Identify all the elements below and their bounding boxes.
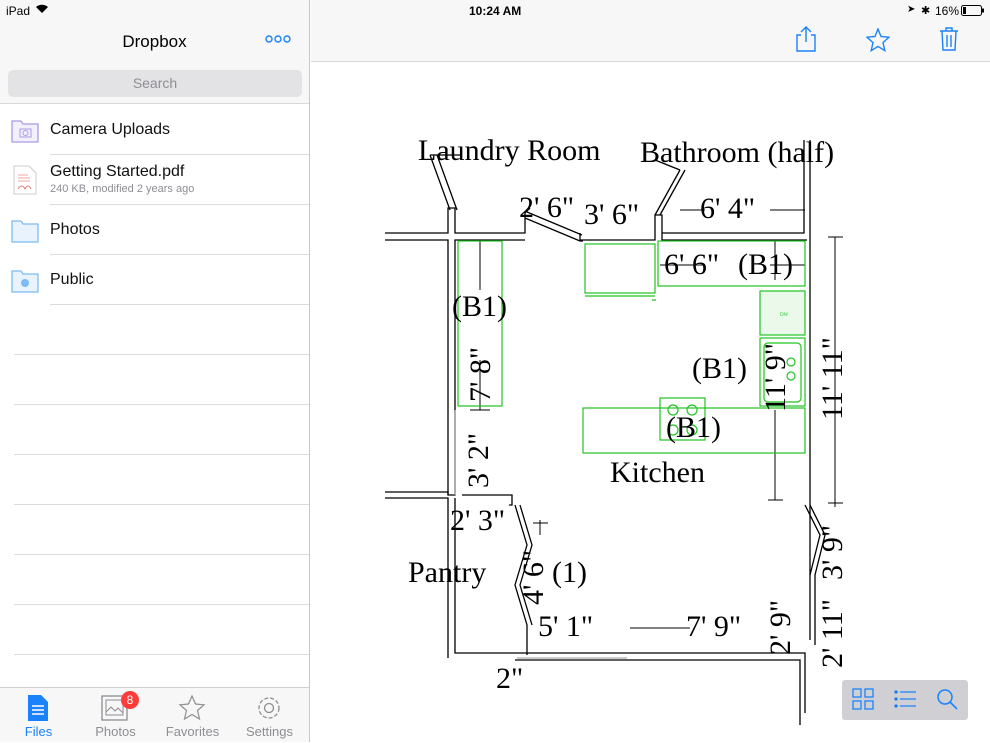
dimension-label: 2" (496, 662, 523, 695)
list-item-camera-uploads[interactable]: Camera Uploads (0, 105, 309, 155)
cabinets (457, 240, 806, 454)
tab-label: Files (24, 724, 53, 739)
list-item-public[interactable]: Public (0, 255, 309, 305)
empty-row (0, 555, 309, 605)
sidebar: Dropbox Search Camera Uploads Getting St… (0, 0, 310, 742)
item-name: Public (50, 271, 94, 288)
dimension-label: 6' 4" (700, 192, 755, 225)
status-bar: iPad 10:24 AM ➤ ✱ 16% (0, 0, 990, 20)
dimension-label: 2' 9" (764, 600, 797, 655)
dimension-label: 6' 6" (664, 248, 719, 281)
more-options-button[interactable] (265, 30, 291, 48)
delete-trash-button[interactable] (939, 27, 959, 56)
empty-row (0, 605, 309, 655)
sidebar-navbar: Dropbox (0, 0, 309, 62)
dimension-label: 7' 9" (686, 610, 741, 643)
list-item-getting-started[interactable]: Getting Started.pdf 240 KB, modified 2 y… (0, 155, 309, 205)
room-label-laundry: Laundry Room (418, 134, 600, 167)
location-icon: ➤ (907, 4, 916, 15)
empty-row (0, 305, 309, 355)
plan-labels: Laundry Room Bathroom (half) 2' 6" 3' 6"… (408, 134, 849, 695)
item-details: 240 KB, modified 2 years ago (50, 183, 195, 195)
tab-bar: Files 8 Photos Favorites Settings (0, 687, 309, 742)
tab-label: Settings (246, 724, 293, 739)
tab-favorites[interactable]: Favorites (154, 688, 231, 743)
dimension-label: 2' 3" (450, 504, 505, 537)
battery-icon (961, 5, 985, 19)
camera-folder-icon (11, 117, 39, 143)
cabinet-label: (B1) (692, 352, 747, 385)
list-view-button[interactable] (894, 688, 916, 715)
folder-icon (11, 217, 39, 243)
dimension-label: 11' 9" (759, 343, 792, 412)
room-label-pantry: Pantry (408, 556, 486, 589)
list-item-photos[interactable]: Photos (0, 205, 309, 255)
tab-label: Photos (95, 724, 136, 739)
empty-row (0, 355, 309, 405)
plan-walls (385, 140, 826, 725)
item-name: Photos (50, 221, 100, 238)
dimension-lines (470, 209, 843, 629)
cabinet-label: (B1) (666, 411, 721, 444)
search-bar: Search (0, 62, 309, 104)
document-toolbar (311, 0, 990, 62)
wifi-icon (35, 3, 49, 17)
dimension-label: 4' 6" (517, 550, 550, 605)
files-icon (28, 695, 48, 721)
clock: 10:24 AM (469, 4, 522, 18)
tab-files[interactable]: Files (0, 688, 77, 743)
sidebar-title: Dropbox (122, 32, 187, 51)
pdf-file-icon (13, 165, 41, 195)
tab-label: Favorites (165, 724, 220, 739)
cabinet-label: (B1) (452, 290, 507, 323)
item-name: Getting Started.pdf (50, 163, 185, 180)
gear-icon (258, 697, 280, 719)
dimension-label: 7' 8" (464, 347, 497, 402)
device-name: iPad (6, 4, 31, 18)
dimension-label: 3' 9" (816, 525, 849, 580)
grid-view-button[interactable] (852, 688, 874, 715)
floor-plan-document: DW Laundry Room Bathroom (half) 2' 6" 3'… (385, 134, 849, 725)
battery-percent: 16% (935, 4, 960, 18)
public-folder-icon (11, 267, 39, 293)
dimension-label: 2' 11" (816, 599, 849, 668)
empty-row (0, 455, 309, 505)
dw-label: DW (780, 313, 789, 318)
dimension-label: 5' 1" (538, 610, 593, 643)
empty-row (0, 505, 309, 555)
search-input[interactable]: Search (8, 70, 302, 97)
room-label-kitchen: Kitchen (610, 456, 705, 489)
view-toolbar (842, 680, 968, 720)
item-name: Camera Uploads (50, 121, 171, 138)
room-label-bathroom: Bathroom (half) (640, 136, 834, 169)
share-button[interactable] (795, 26, 817, 57)
empty-row (0, 405, 309, 455)
dimension-label: 2' 6" (519, 191, 574, 224)
door-label: (1) (552, 556, 587, 589)
cabinet-label: (B1) (738, 248, 793, 281)
dimension-label: 11' 11" (816, 337, 849, 420)
tab-photos[interactable]: 8 Photos (77, 688, 154, 743)
bluetooth-icon: ✱ (921, 5, 931, 17)
dimension-label: 3' 2" (462, 433, 495, 488)
dimension-label: 3' 6" (584, 198, 639, 231)
tab-settings[interactable]: Settings (231, 688, 308, 743)
favorite-star-button[interactable] (865, 27, 891, 57)
star-icon (178, 694, 206, 721)
search-document-button[interactable] (936, 688, 958, 715)
photos-badge: 8 (121, 691, 139, 709)
